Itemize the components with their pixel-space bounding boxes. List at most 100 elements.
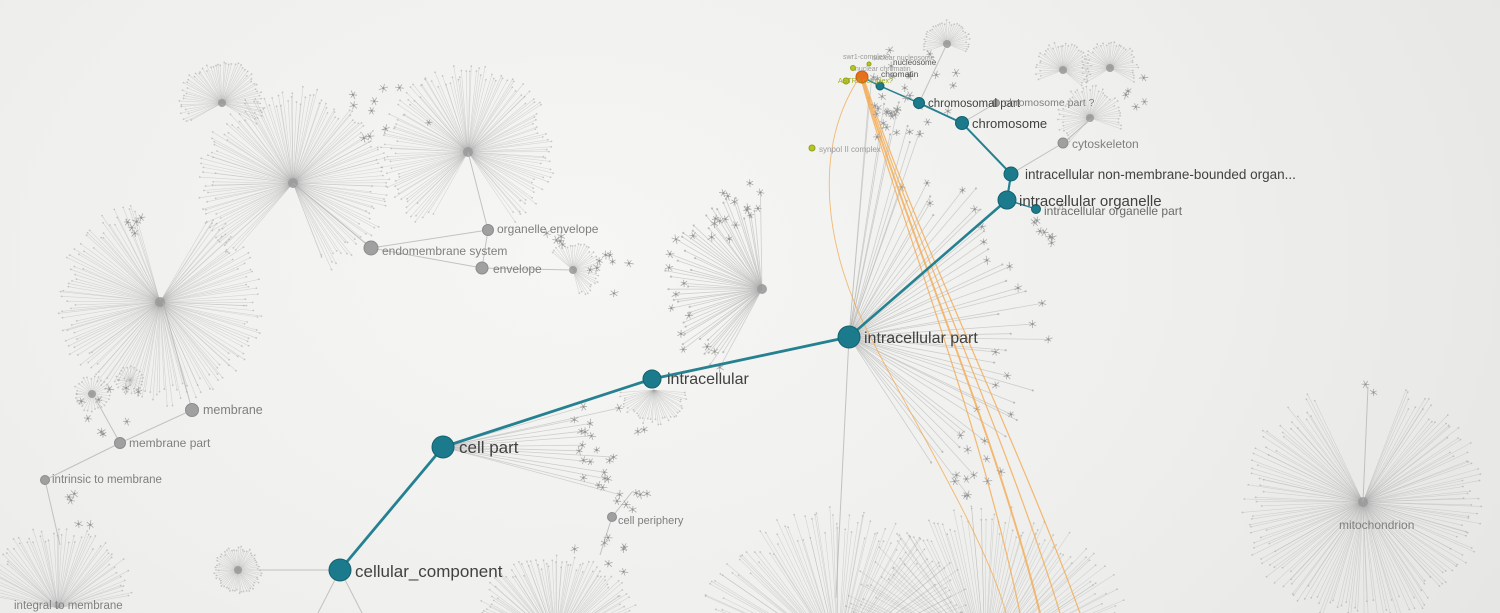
orange-association-edge xyxy=(828,77,1007,613)
nodes-layer xyxy=(40,61,1069,582)
node-nucleosome[interactable] xyxy=(855,70,869,84)
cluster-hub-node[interactable] xyxy=(155,297,165,307)
node-intracellular[interactable] xyxy=(642,369,662,389)
edge-fan xyxy=(704,506,974,613)
cluster-hub-node[interactable] xyxy=(1086,114,1094,122)
leaf-node-cluster xyxy=(542,228,566,249)
graph-edge xyxy=(481,267,574,271)
label-nucleosome[interactable]: nucleosome xyxy=(893,58,937,67)
label-mitochondrion[interactable]: mitochondrion xyxy=(1339,518,1414,532)
node-envelope[interactable] xyxy=(475,261,489,275)
labels-layer: cellular_component cell part intracellular… xyxy=(14,54,1414,612)
highlighted-path-layer xyxy=(338,76,1037,571)
node-cell-periphery[interactable] xyxy=(607,512,617,522)
node-membrane[interactable] xyxy=(185,403,199,417)
graph-edge xyxy=(1010,142,1064,175)
label-cytoskeleton[interactable]: cytoskeleton xyxy=(1072,137,1139,151)
node-endomembrane-system[interactable] xyxy=(363,240,379,256)
label-intracellular-non-membrane-bounded-organelle[interactable]: intracellular non-membrane-bounded organ… xyxy=(1025,167,1296,182)
node-synpol-ii-complex[interactable] xyxy=(808,144,816,152)
graph-edge xyxy=(370,229,489,249)
node-intracellular-non-membrane-bounded-organelle[interactable] xyxy=(1003,166,1019,182)
cluster-hub-node[interactable] xyxy=(1059,66,1067,74)
highlighted-path-edge xyxy=(651,335,850,381)
node-astra-complex[interactable] xyxy=(842,77,850,85)
leaf-node-cluster xyxy=(949,444,1006,500)
leaf-nodes-layer xyxy=(64,46,1378,576)
label-chromatin[interactable]: chromatin xyxy=(881,69,919,79)
edge-fan xyxy=(1241,389,1483,613)
node-chromosome-part-q[interactable] xyxy=(992,99,1000,107)
leaf-node-cluster xyxy=(612,489,652,514)
graph-edge xyxy=(162,301,193,411)
cluster-hub-node[interactable] xyxy=(757,284,767,294)
label-organelle-envelope[interactable]: organelle envelope xyxy=(497,222,599,236)
edge-fan xyxy=(922,19,971,53)
highlighted-path-edge xyxy=(848,199,1008,338)
label-synpol-ii-complex[interactable]: synpol II complex xyxy=(819,145,881,154)
node-chromosomal-part[interactable] xyxy=(913,97,925,109)
orange-association-edge xyxy=(862,81,1041,613)
cluster-hub-node[interactable] xyxy=(1106,64,1114,72)
cluster-hub-node[interactable] xyxy=(234,566,242,574)
graph-edge xyxy=(94,397,121,444)
node-chromatin-junction[interactable] xyxy=(875,81,885,91)
orange-association-edge xyxy=(861,81,1021,613)
graph-edge xyxy=(467,151,489,231)
cluster-hub-node[interactable] xyxy=(88,390,96,398)
highlighted-path-edge xyxy=(879,85,920,104)
leaf-node-cluster xyxy=(586,250,634,298)
edge-fan xyxy=(115,365,144,395)
label-chromosomal-part[interactable]: chromosomal part xyxy=(928,98,1021,110)
highlighted-path-edge xyxy=(442,377,653,449)
label-endomembrane-system[interactable]: endomembrane system xyxy=(382,244,507,258)
edge-fan xyxy=(1081,41,1140,83)
node-intrinsic-to-membrane[interactable] xyxy=(40,475,50,485)
label-intracellular-organelle-part[interactable]: intracellular organelle part xyxy=(1044,204,1183,218)
edge-fan xyxy=(74,375,111,413)
node-chromosome[interactable] xyxy=(955,116,969,130)
label-chromosome-part-q[interactable]: chromosome part ? xyxy=(1004,97,1095,109)
node-nuclear-chromatin[interactable] xyxy=(850,65,856,71)
label-cell-periphery[interactable]: cell periphery xyxy=(618,515,684,527)
label-intracellular-part[interactable]: intracellular part xyxy=(864,330,978,347)
label-nuclear-nucleosome[interactable]: nuclear nucleosome xyxy=(872,55,935,62)
node-nuclear-nucleosome[interactable] xyxy=(866,61,872,67)
node-organelle-envelope[interactable] xyxy=(482,224,494,236)
leaf-node-cluster xyxy=(579,426,648,491)
label-chromosome[interactable]: chromosome xyxy=(972,116,1047,131)
node-cellular-component[interactable] xyxy=(328,558,352,582)
edge-fan xyxy=(178,61,266,125)
edge-fan xyxy=(1056,84,1123,143)
label-intracellular-organelle[interactable]: intracellular organelle xyxy=(1019,193,1162,210)
label-envelope[interactable]: envelope xyxy=(493,262,542,276)
graph-edge xyxy=(370,247,483,269)
node-membrane-part[interactable] xyxy=(114,437,126,449)
label-intrinsic-to-membrane[interactable]: intrinsic to membrane xyxy=(52,474,162,486)
node-intracellular-organelle-part[interactable] xyxy=(1031,204,1041,214)
leaf-node-cluster xyxy=(1122,74,1149,111)
label-astra-complex[interactable]: ASTRA complex? xyxy=(838,78,893,85)
label-cellular-component[interactable]: cellular_component xyxy=(355,562,503,581)
edge-fan xyxy=(848,179,1053,501)
node-intracellular-organelle[interactable] xyxy=(997,190,1017,210)
label-nuclear-chromatin[interactable]: nuclear chromatin xyxy=(855,66,911,73)
label-intracellular[interactable]: intracellular xyxy=(667,371,749,388)
node-cytoskeleton[interactable] xyxy=(1057,137,1069,149)
edge-fan xyxy=(480,554,637,613)
label-membrane[interactable]: membrane xyxy=(203,403,263,417)
label-swr1-complex[interactable]: swr1-complex? xyxy=(843,54,890,61)
leaf-node-cluster xyxy=(76,383,143,438)
edge-fan xyxy=(664,188,767,373)
label-integral-to-membrane[interactable]: integral to membrane xyxy=(14,600,123,612)
cluster-hub-node[interactable] xyxy=(218,99,226,107)
fan-edges-layer xyxy=(0,19,1483,613)
node-intracellular-part[interactable] xyxy=(837,325,861,349)
graph-edge xyxy=(44,479,61,546)
label-cell-part[interactable]: cell part xyxy=(459,438,519,457)
label-membrane-part[interactable]: membrane part xyxy=(129,436,211,450)
cluster-hub-node[interactable] xyxy=(943,40,951,48)
node-cell-part[interactable] xyxy=(431,435,455,459)
